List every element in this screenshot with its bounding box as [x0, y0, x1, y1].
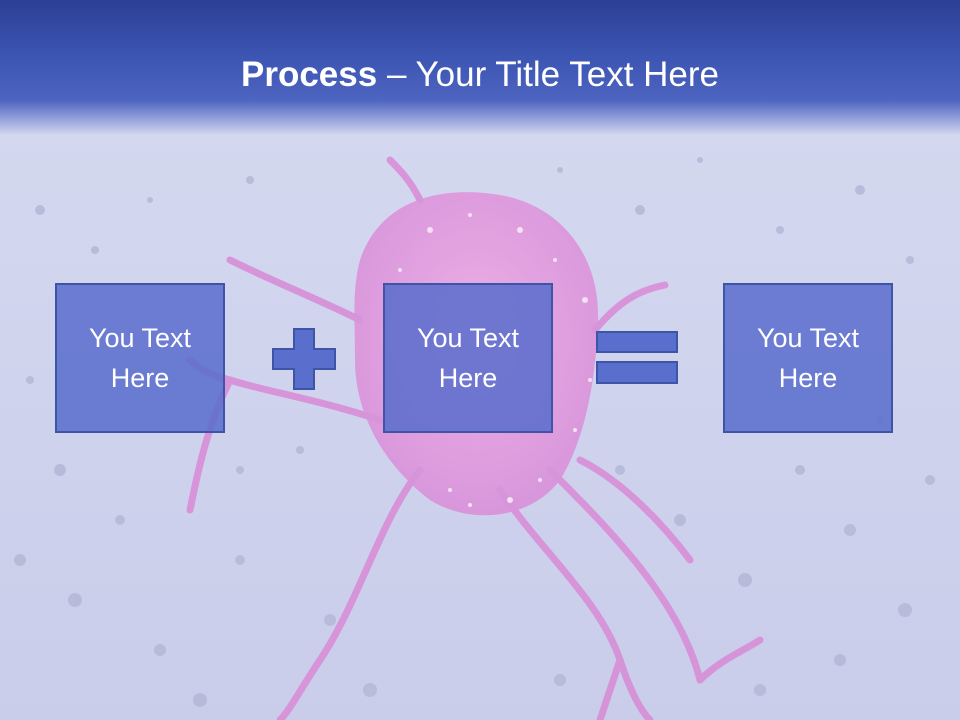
text-box-3-label: You Text Here	[756, 323, 860, 393]
title-rest-text: – Your Title Text Here	[377, 55, 719, 94]
text-box-1-label: You Text Here	[88, 323, 192, 393]
text-box-1[interactable]: You Text Here	[55, 283, 225, 433]
text-box-2-label: You Text Here	[416, 323, 520, 393]
equals-icon	[596, 331, 678, 384]
plus-icon	[272, 328, 336, 390]
title-bar	[0, 0, 960, 135]
text-box-2[interactable]: You Text Here	[383, 283, 553, 433]
title-bold-word: Process	[241, 55, 378, 94]
text-box-3[interactable]: You Text Here	[723, 283, 893, 433]
slide-title[interactable]: Process – Your Title Text Here	[0, 52, 960, 98]
